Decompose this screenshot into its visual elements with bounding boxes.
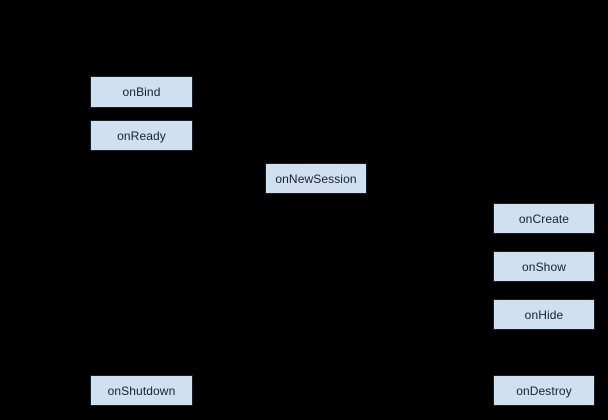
node-on-bind[interactable]: onBind bbox=[90, 76, 193, 108]
node-label-on-new-session: onNewSession bbox=[275, 171, 357, 186]
node-on-ready[interactable]: onReady bbox=[90, 120, 193, 151]
node-label-on-hide: onHide bbox=[524, 307, 564, 322]
node-on-shutdown[interactable]: onShutdown bbox=[90, 375, 193, 406]
node-label-on-create: onCreate bbox=[518, 211, 570, 226]
node-on-new-session[interactable]: onNewSession bbox=[265, 163, 367, 194]
node-on-show[interactable]: onShow bbox=[493, 251, 595, 282]
node-on-create[interactable]: onCreate bbox=[493, 203, 595, 234]
node-label-on-bind: onBind bbox=[122, 85, 161, 99]
node-label-on-shutdown: onShutdown bbox=[107, 383, 176, 398]
node-on-destroy[interactable]: onDestroy bbox=[493, 375, 595, 406]
node-label-on-ready: onReady bbox=[117, 128, 166, 143]
node-on-hide[interactable]: onHide bbox=[493, 299, 595, 330]
node-label-on-show: onShow bbox=[522, 259, 566, 274]
node-label-on-destroy: onDestroy bbox=[516, 383, 572, 398]
